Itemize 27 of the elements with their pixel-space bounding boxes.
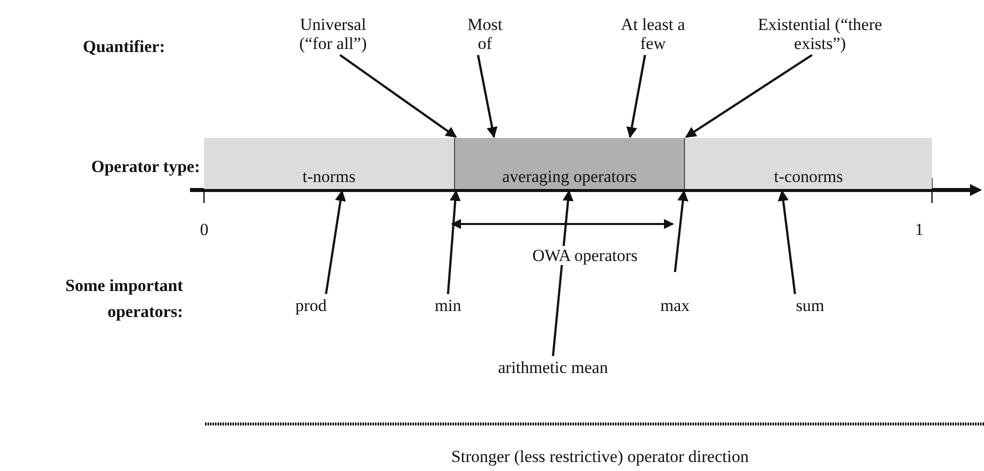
leader-arrow [685, 54, 813, 138]
quantifier-label: Universal (“for all”) [291, 15, 375, 53]
leader-arrow [339, 54, 457, 138]
tick-label: 0 [200, 220, 210, 239]
leader-arrow [778, 190, 796, 294]
quantifier-label: Existential (“there exists”) [755, 15, 885, 53]
quantifier-label: Most of [465, 15, 505, 53]
operator-range-band: t-norms [204, 138, 454, 189]
row-heading: Quantifier: [82, 37, 165, 56]
tick-label: 1 [915, 220, 924, 239]
leader-arrow [476, 54, 498, 138]
operator-label: arithmetic mean [488, 358, 618, 377]
row-heading: Some important operators: [64, 275, 183, 323]
leader-arrow [674, 190, 688, 272]
operator-range-band: t-conorms [685, 138, 932, 189]
operator-label: max [657, 296, 693, 315]
operator-label: min [430, 296, 466, 315]
leader-arrow [446, 190, 461, 294]
row-heading: Operator type: [90, 157, 200, 176]
leader-arrow [552, 190, 574, 356]
leader-arrow [324, 190, 346, 294]
leader-arrow [626, 54, 646, 138]
operator-label: sum [792, 296, 828, 315]
operator-label: prod [290, 296, 332, 315]
direction-caption: Stronger (less restrictive) operator direction [450, 447, 750, 466]
operator-range-band: averaging operators [454, 138, 685, 189]
quantifier-label: At least a few [620, 15, 686, 53]
